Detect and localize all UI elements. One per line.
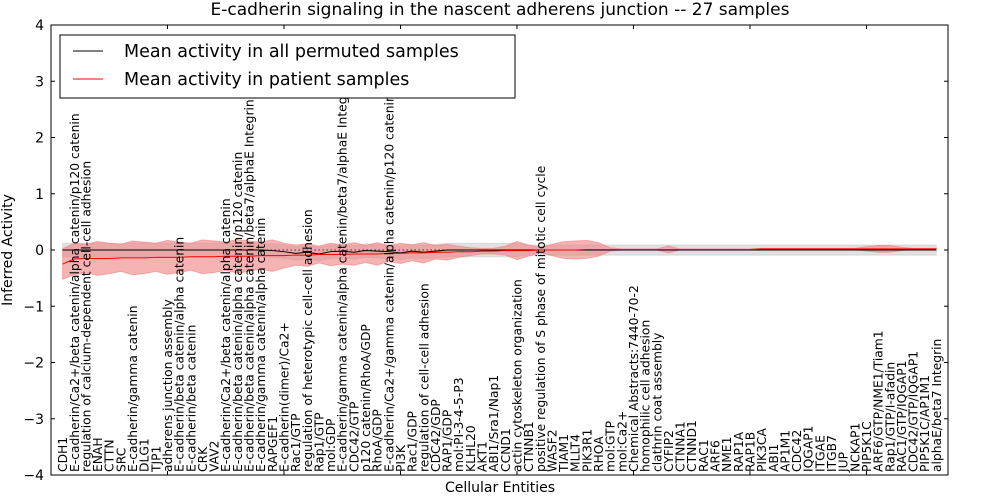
y-tick-label: 4 [35,18,44,34]
entity-label: E-cadherin/Ca2+/beta catenin/alpha caten… [219,198,233,472]
entity-label: RhoA/GDP [371,409,385,472]
entity-label: homophilic cell adhesion [639,320,653,472]
y-axis-label: Inferred Activity [0,194,16,306]
entity-label: NCKAP1 [848,423,862,472]
y-tick-label: 3 [35,74,44,90]
entity-label: MLLT4 [569,434,583,472]
plot-area [62,238,937,280]
entity-label: alphaE/beta7 Integrin [930,339,944,472]
entity-label: RAP1/GDP [441,410,455,472]
entity-label: CDC42/GTP/IQGAP1 [907,351,921,472]
entity-label: positive regulation of S phase of mitoti… [534,166,548,472]
entity-label: RHOA [592,436,606,472]
entity-label: ARF6/GTP/NME1/Tiam1 [872,330,886,472]
entity-label: actin cytoskeleton organization [510,279,524,472]
entity-label: ABI1 [767,444,781,472]
entity-label: TIAM1 [557,434,571,473]
y-tick-label: −2 [23,356,44,372]
entity-label: CTNND1 [685,420,699,472]
entity-label: E-cadherin/gamma catenin/alpha catenin [254,218,268,472]
entity-label: KLHL20 [464,425,478,472]
entity-label: RAP1B [743,432,757,472]
entity-label: TJP1 [149,446,163,473]
entity-label: CTNNB1 [522,421,536,472]
entity-label: CDC42 [790,430,804,472]
entity-label: E-cadherin/gamma catenin/alpha catenin/b… [336,80,350,472]
entity-label: WASF2 [545,429,559,472]
entity-label: CDH1 [56,437,70,472]
legend-box [59,34,516,99]
entity-label: E-cadherin/gamma catenin [126,305,140,472]
entity-label: mol:PI-3-4-5-P3 [452,377,466,472]
entity-label: SRC [114,448,128,472]
entity-label: PIK3CA [755,427,769,472]
entity-label: E-cadherin/beta catenin/alpha catenin [173,237,187,472]
entity-label: ENAH [91,437,105,472]
entity-label: CCND1 [499,428,513,472]
entity-label: p120 catenin/RhoA/GDP [359,324,373,472]
entity-label: Rac1/GTP [289,413,303,472]
entity-label: E-cadherin/beta catenin/alpha catenin/p1… [231,152,245,472]
entity-label: RAP1A [732,431,746,472]
entity-label: AKT1 [476,441,490,472]
y-tick-label: −4 [23,468,44,484]
entity-label: Rac1/GDP [406,411,420,472]
y-tick-label: −1 [23,299,44,315]
entity-label: AP1M1 [778,430,792,472]
patient-mean-line [62,248,937,265]
entity-label: Rap1/GTP [312,412,326,472]
entity-label: ABI1/Sra1/Nap1 [487,375,501,472]
chart-title: E-cadherin signaling in the nascent adhe… [211,0,790,20]
entity-label: DLG1 [138,438,152,472]
y-tick-label: 2 [35,131,44,147]
entity-label: E-cadherin/Ca2+/beta catenin/alpha caten… [68,113,82,472]
entity-label: clathrin coat assembly [650,333,664,472]
entity-label: CTTN [103,439,117,472]
entity-label: PI3K [394,444,408,472]
entity-label: PIP5K1C [860,421,874,472]
y-tick-label: 0 [35,243,44,259]
entity-label: CTNNA1 [674,421,688,472]
entity-label: VAV2 [208,441,222,473]
entity-label: ITGAE [813,435,827,472]
entity-label: JUP [837,452,851,473]
entity-label: E-cadherin/Ca2+/gamma catenin/alpha cate… [382,94,396,472]
entity-label: E-cadherin/beta catenin/alpha catenin/be… [243,99,257,472]
entity-label: mol:GTP [604,421,618,472]
entity-label: RAC1 [697,439,711,472]
x-axis-label: Cellular Entities [445,480,555,496]
entity-label: CYFIP2 [662,430,676,472]
entity-label: E-cadherin/beta catenin [184,325,198,472]
entity-label: adherens junction assembly [161,299,175,472]
entity-label: Rap1/GTP/I-afadin [883,362,897,472]
entity-label: CDC42/GTP [347,402,361,472]
entity-label: regulation of calcium-dependent cell-cel… [79,161,93,472]
entity-label: ARF6 [709,440,723,472]
entity-label: regulation of heterotypic cell-cell adhe… [301,209,315,472]
entity-label: regulation of cell-cell adhesion [417,283,431,472]
axis-ticks: 4 3 2 1 0 −1 −2 −3 −4 [23,18,948,484]
legend: Mean activity in all permuted samples Me… [59,34,516,99]
entity-label: PIK3R1 [580,429,594,472]
permuted-mean-line [62,249,937,255]
entity-label: RAC1/GTP/IQGAP1 [895,361,909,472]
entity-label: IQGAP1 [802,426,816,473]
entity-label: E-cadherin(dimer)/Ca2+ [277,322,291,472]
entity-label: mol:Ca2+ [615,411,629,472]
entity-label: PIP5K1C/AP1M1 [918,375,932,472]
entity-label: ITGB7 [825,435,839,472]
y-tick-label: −3 [23,412,44,428]
entity-label: NME1 [720,437,734,472]
legend-label-patient: Mean activity in patient samples [124,70,409,90]
entity-label: RAPGEF1 [266,416,280,472]
entity-label: CRK [196,446,210,472]
entity-label: mol:GDP [324,419,338,472]
entity-label: Chemical Abstracts:7440-70-2 [627,285,641,472]
entity-label: CDC42/GDP [429,399,443,472]
y-tick-label: 1 [35,187,44,203]
legend-label-permuted: Mean activity in all permuted samples [124,42,459,62]
